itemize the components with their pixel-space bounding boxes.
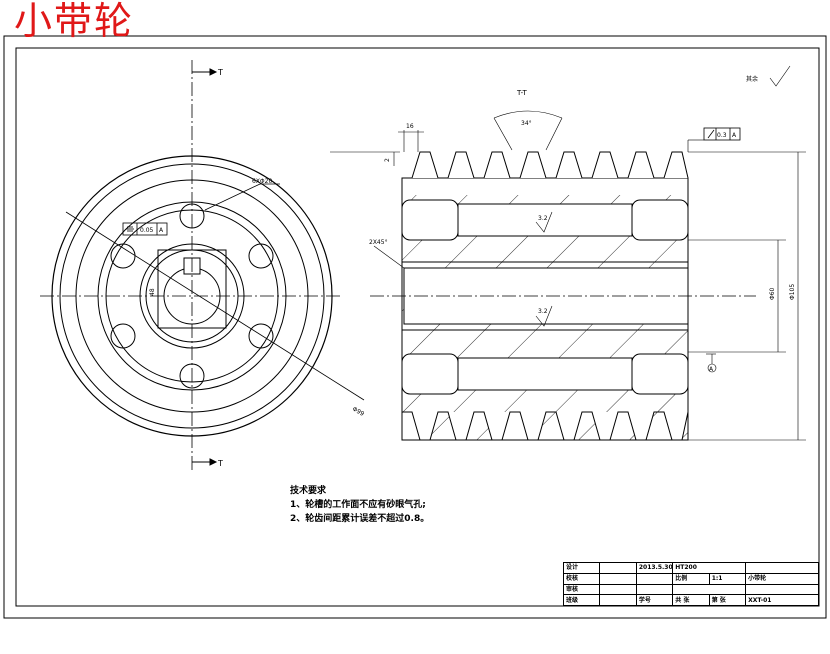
tb-material: HT200 [672, 562, 747, 574]
groove-angle-label: 34° [521, 120, 532, 127]
datum-a-label: A [709, 366, 714, 373]
tb-sheet-no: 第 张 [708, 594, 747, 606]
tb-scale: 1:1 [708, 572, 747, 585]
runout-tolerance-frame [703, 127, 741, 141]
tb-sheet-total: 共 张 [672, 594, 710, 606]
roughness-1: 3.2 [538, 215, 548, 222]
bore-dia-label: Φ60 [769, 287, 776, 300]
pitch-width-label: 16 [406, 123, 414, 130]
sheet-border-outer [3, 35, 827, 619]
drawing-title: 小带轮 [14, 0, 135, 43]
roughness-2: 3.2 [538, 308, 548, 315]
tech-line-1: 1、轮槽的工作面不应有砂眼气孔; [290, 500, 426, 510]
title-block: 设计 2013.5.30 HT200 校核 比例 1:1 小带轮 审核 班级 学… [562, 562, 819, 606]
sym-tolerance-frame [122, 222, 168, 236]
tb-class: 班级 [562, 594, 601, 606]
roughness-symbols [535, 65, 791, 327]
section-dims [373, 110, 806, 441]
od-dim-label: Φ105 [789, 284, 796, 300]
section-body [401, 151, 689, 441]
sym-tol-datum: A [159, 227, 164, 234]
tb-code: XXT-01 [745, 594, 819, 606]
tb-scale-label: 比例 [672, 572, 710, 585]
hole-dia-label: 6XΦ20 [252, 178, 272, 185]
tb-check: 校核 [562, 572, 601, 585]
runout-tol-value: 0.3 [717, 132, 727, 139]
tb-review: 审核 [562, 583, 601, 596]
chamfer-label: 2X45° [369, 239, 388, 246]
roughness-other: 其余 [746, 75, 758, 83]
tech-heading: 技术要求 [290, 486, 327, 496]
tb-designer: 设计 [562, 562, 601, 574]
tb-student-no: 学号 [635, 594, 674, 606]
runout-tol-datum: A [732, 132, 737, 139]
front-centerlines [40, 60, 340, 470]
sheet-border-inner [15, 47, 820, 607]
outer-dia-label: Φ99 [351, 406, 365, 418]
sym-tol-value: 0.05 [140, 227, 154, 234]
keyway-depth-label: 48 [149, 288, 156, 296]
section-label-bottom: T [217, 459, 223, 468]
tech-line-2: 2、轮齿间距累计误差不超过0.8。 [290, 514, 430, 524]
front-leaders [65, 183, 365, 401]
tb-part: 小带轮 [745, 572, 819, 585]
section-label-top: T [217, 68, 223, 77]
groove-top-label: 2 [384, 158, 391, 162]
section-arrows [192, 68, 218, 466]
section-view-title: T-T [516, 89, 528, 97]
tb-date: 2013.5.30 [635, 562, 674, 574]
technical-requirements: 技术要求 1、轮槽的工作面不应有砂眼气孔; 2、轮齿间距累计误差不超过0.8。 [290, 484, 429, 526]
